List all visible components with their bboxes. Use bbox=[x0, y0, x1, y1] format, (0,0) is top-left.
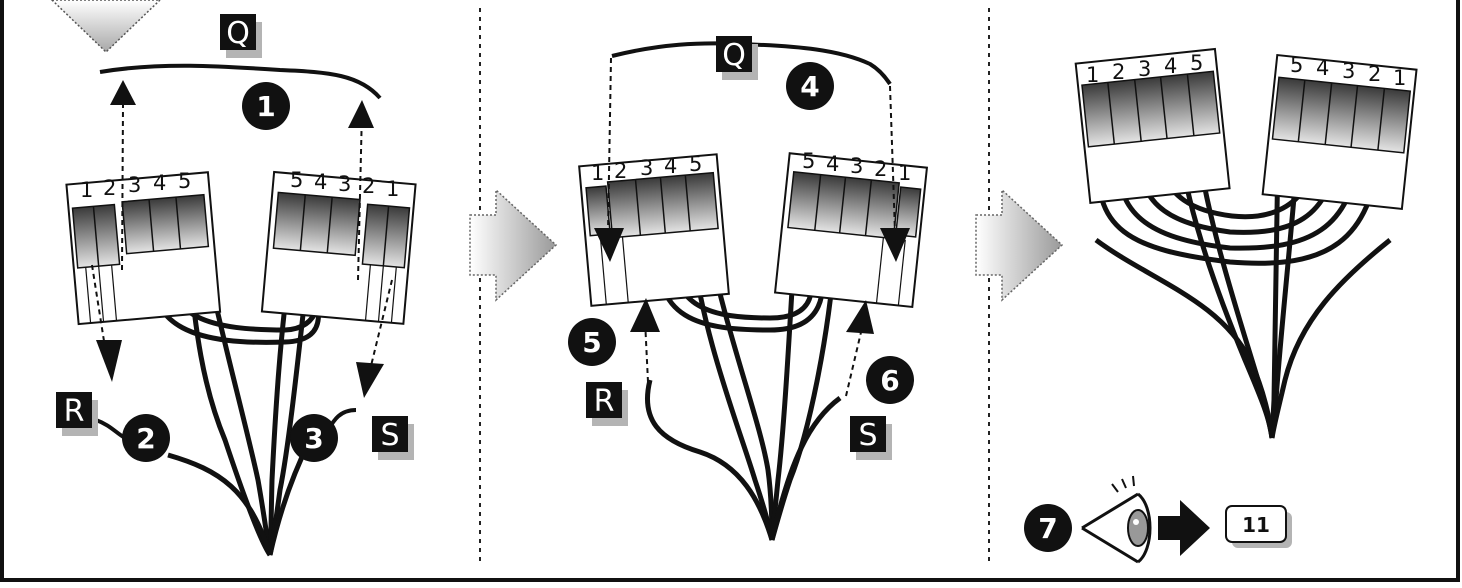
connector-left bbox=[65, 171, 222, 326]
svg-text:11: 11 bbox=[1242, 513, 1270, 537]
pin-number: 1 bbox=[1086, 63, 1099, 87]
svg-text:S: S bbox=[380, 418, 399, 453]
panel-3: 1 2 3 4 5 5 4 3 2 1 7 bbox=[1024, 47, 1418, 564]
wire-harness bbox=[1094, 149, 1392, 439]
svg-text:R: R bbox=[594, 384, 615, 419]
arrow-down-icon bbox=[356, 362, 384, 398]
pin-number: 1 bbox=[1393, 66, 1406, 90]
pin-number: 2 bbox=[103, 176, 116, 200]
right-connector-pins: 5 4 3 2 1 bbox=[1290, 53, 1406, 90]
svg-text:1: 1 bbox=[256, 90, 275, 123]
pin-number: 3 bbox=[128, 173, 141, 197]
pin-number: 4 bbox=[1316, 56, 1329, 80]
pin-number: 3 bbox=[1138, 57, 1151, 81]
arrow-right-icon bbox=[1158, 500, 1210, 556]
svg-text:3: 3 bbox=[304, 422, 323, 455]
right-connector-pins: 5 4 3 2 1 bbox=[802, 149, 911, 185]
panel-2: 1 2 3 4 5 5 4 3 2 1 bbox=[568, 36, 929, 541]
cable-q bbox=[611, 41, 892, 86]
pin-number: 3 bbox=[338, 172, 351, 196]
pin-number: 3 bbox=[850, 154, 863, 178]
arrow-down-icon bbox=[594, 228, 624, 262]
eye-icon bbox=[1081, 475, 1152, 564]
pin-number: 5 bbox=[290, 168, 303, 192]
svg-text:4: 4 bbox=[800, 70, 819, 103]
pin-number: 1 bbox=[80, 178, 93, 202]
pin-number: 2 bbox=[1368, 62, 1381, 86]
step-badge: 6 bbox=[866, 356, 914, 404]
right-connector-pins: 5 4 3 2 1 bbox=[290, 168, 399, 201]
pin-number: 5 bbox=[178, 169, 191, 193]
connector-left bbox=[1074, 47, 1231, 204]
label-q: Q bbox=[220, 14, 262, 58]
cable-q bbox=[99, 63, 382, 100]
arrow-down-icon bbox=[880, 228, 910, 262]
step-badge: 4 bbox=[786, 62, 834, 110]
pin-number: 4 bbox=[1164, 54, 1177, 78]
arrow-up-icon bbox=[630, 298, 660, 332]
step-badge: 2 bbox=[122, 414, 170, 462]
arrow-up-icon bbox=[110, 80, 136, 105]
pin-number: 2 bbox=[614, 159, 627, 183]
svg-text:Q: Q bbox=[722, 38, 746, 73]
svg-text:7: 7 bbox=[1038, 512, 1057, 545]
connector-left bbox=[578, 153, 730, 307]
label-r: R bbox=[586, 382, 628, 426]
pin-number: 2 bbox=[362, 174, 375, 198]
pin-number: 4 bbox=[314, 170, 327, 194]
label-q: Q bbox=[716, 36, 758, 80]
connector-right bbox=[260, 170, 417, 325]
panel-1: 1 2 3 4 5 5 4 3 2 1 bbox=[56, 14, 417, 557]
pin-number: 1 bbox=[591, 161, 604, 185]
step-badge: 3 bbox=[290, 414, 338, 462]
pin-number: 4 bbox=[826, 152, 839, 176]
pin-number: 4 bbox=[664, 154, 677, 178]
pin-number: 4 bbox=[153, 171, 166, 195]
pin-number: 5 bbox=[689, 152, 702, 176]
pin-number: 3 bbox=[640, 156, 653, 180]
pin-number: 2 bbox=[874, 157, 887, 181]
pin-number: 2 bbox=[1112, 60, 1125, 84]
arrow-down-icon bbox=[96, 340, 122, 382]
svg-text:S: S bbox=[858, 418, 877, 453]
pin-number: 3 bbox=[1342, 59, 1355, 83]
pin-number: 1 bbox=[386, 177, 399, 201]
page-reference-box: 11 bbox=[1225, 505, 1292, 548]
pin-number: 1 bbox=[898, 161, 911, 185]
step-badge: 1 bbox=[242, 82, 290, 130]
step-badge: 7 bbox=[1024, 504, 1072, 552]
down-arrow-icon bbox=[50, 0, 162, 54]
arrow-up-icon bbox=[846, 300, 874, 334]
svg-text:R: R bbox=[64, 394, 85, 429]
pin-number: 5 bbox=[802, 149, 815, 173]
svg-text:2: 2 bbox=[136, 422, 155, 455]
pin-number: 5 bbox=[1190, 51, 1203, 75]
arrow-up-icon bbox=[348, 100, 374, 128]
connector-right bbox=[1261, 53, 1418, 211]
left-connector-pins: 1 2 3 4 5 bbox=[1086, 51, 1203, 87]
svg-text:Q: Q bbox=[226, 16, 250, 51]
left-connector-pins: 1 2 3 4 5 bbox=[80, 169, 191, 202]
svg-text:5: 5 bbox=[582, 326, 601, 359]
left-connector-pins: 1 2 3 4 5 bbox=[591, 152, 702, 185]
label-s: S bbox=[850, 416, 892, 460]
label-r: R bbox=[56, 392, 98, 436]
arrow-right-icon bbox=[975, 188, 1064, 302]
label-s: S bbox=[372, 416, 414, 460]
pin-number: 5 bbox=[1290, 53, 1303, 77]
step-badge: 5 bbox=[568, 318, 616, 366]
arrow-right-icon bbox=[469, 188, 558, 302]
svg-text:6: 6 bbox=[880, 364, 899, 397]
